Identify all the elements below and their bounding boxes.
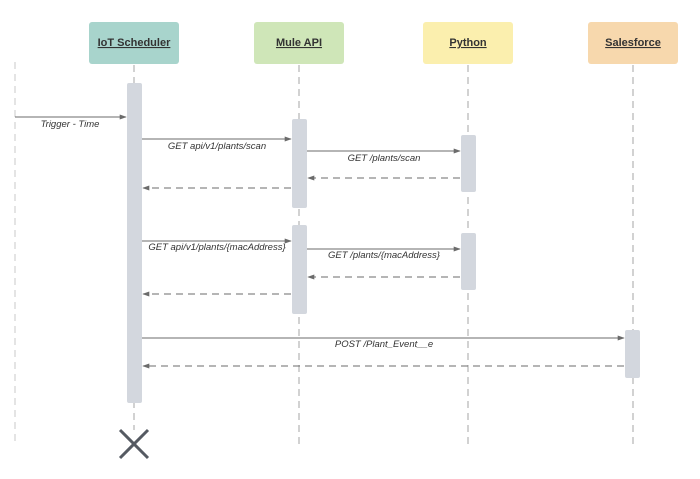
- participant-label-mule: Mule API: [276, 37, 322, 49]
- participant-label-python: Python: [449, 37, 487, 49]
- participant-iot[interactable]: IoT Scheduler: [89, 22, 179, 64]
- message-post-event-label: POST /Plant_Event__e: [335, 339, 433, 350]
- message-scan-request-label: GET api/v1/plants/scan: [168, 141, 266, 152]
- activation-python-scan[interactable]: [461, 135, 476, 192]
- participant-label-salesforce: Salesforce: [605, 37, 661, 49]
- message-python-scan-request-label: GET /plants/scan: [348, 153, 421, 164]
- participant-box-mule: [254, 22, 344, 64]
- message-trigger-label: Trigger - Time: [41, 119, 100, 130]
- destroy-x-icon: [118, 428, 150, 460]
- participant-python[interactable]: Python: [423, 22, 513, 64]
- message-python-mac-request-label: GET /plants/{macAddress}: [328, 250, 441, 261]
- message-mac-request-label: GET api/v1/plants/{macAddress}: [148, 242, 286, 253]
- participant-salesforce[interactable]: Salesforce: [588, 22, 678, 64]
- participant-box-salesforce: [588, 22, 678, 64]
- participant-label-iot: IoT Scheduler: [98, 37, 171, 49]
- participant-box-iot: [89, 22, 179, 64]
- activation-salesforce[interactable]: [625, 330, 640, 378]
- participant-box-python: [423, 22, 513, 64]
- activation-iot[interactable]: [127, 83, 142, 403]
- activation-python-mac[interactable]: [461, 233, 476, 290]
- activation-mule-mac[interactable]: [292, 225, 307, 314]
- participant-mule[interactable]: Mule API: [254, 22, 344, 64]
- activation-mule-scan[interactable]: [292, 119, 307, 208]
